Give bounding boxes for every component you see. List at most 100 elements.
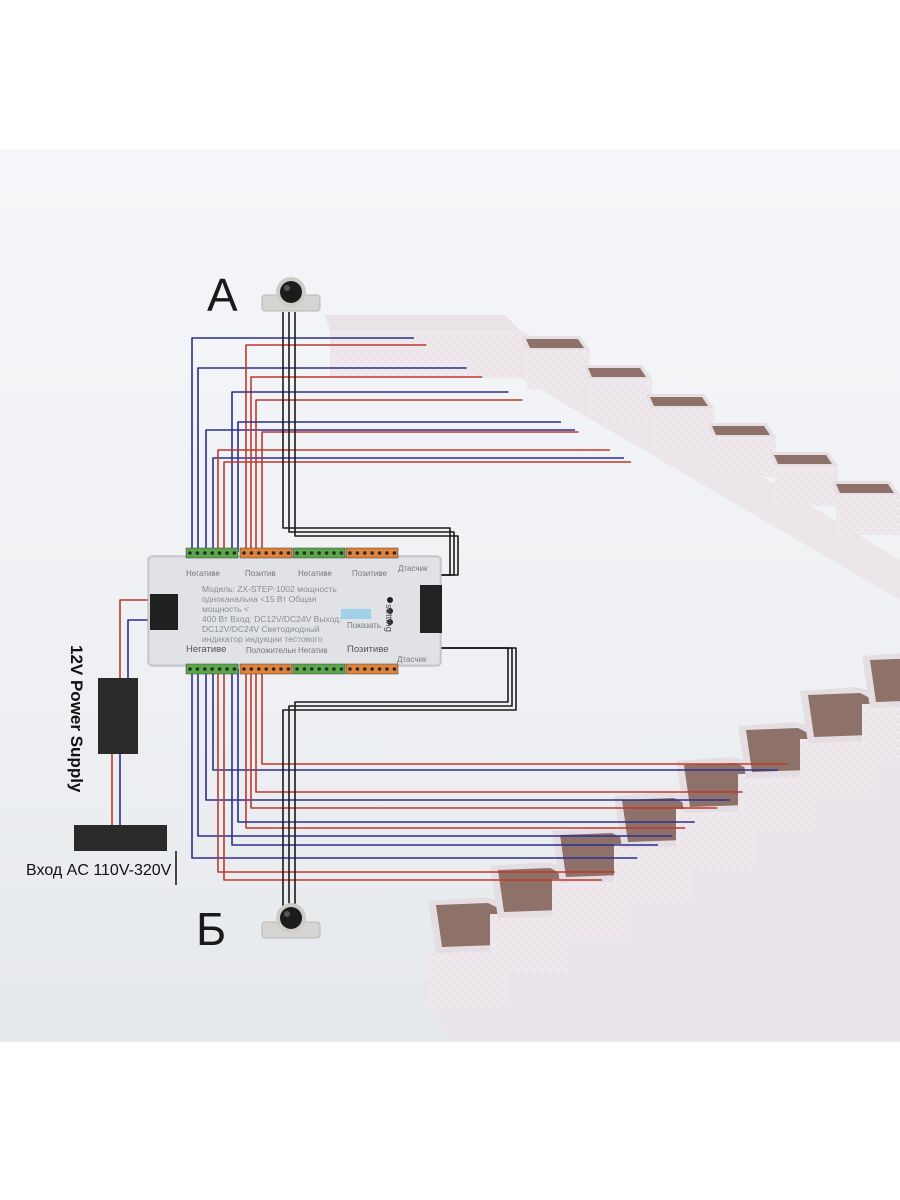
sensor-a-label: А: [207, 269, 238, 321]
terminal-screw: [264, 667, 269, 671]
terminal-screw: [195, 551, 200, 555]
upper-step-top: [712, 426, 770, 435]
terminal-screw: [210, 551, 214, 555]
step-wire-upper: [217, 449, 610, 552]
step-wire-lower: [212, 668, 778, 771]
step-wire-lower: [205, 668, 730, 801]
step-wire-lower: [197, 668, 673, 837]
ac-input-label: Вход AC 110V-320V: [26, 862, 172, 879]
controller-desc-line: одноканальна <15 Вт Общая мощность <: [202, 594, 317, 614]
step-wire-upper: [205, 429, 575, 552]
terminal-screw: [310, 667, 314, 671]
ac-input-box: [74, 825, 167, 851]
sensor-b-wire: [294, 647, 509, 920]
terminal-screw: [385, 551, 389, 555]
step-wire-upper: [250, 376, 483, 552]
display-window: [341, 609, 371, 619]
ctl-bottom-label-4: Позитиве: [347, 644, 389, 655]
controller-desc-line: Модель: ZX-STEP-1002 мощность: [202, 584, 337, 594]
controller-board: [147, 555, 442, 667]
terminal-screw: [242, 667, 246, 671]
upper-step-riser: [650, 408, 714, 448]
ctl-top-label-1: Негативе: [186, 569, 220, 578]
terminal-screw: [286, 551, 291, 555]
power-supply-box: [98, 678, 138, 754]
terminal-screw: [355, 551, 360, 555]
terminal-screw: [348, 667, 352, 671]
terminal-screw: [232, 551, 237, 555]
step-wire-upper: [245, 344, 427, 552]
terminal-screw: [355, 667, 360, 671]
terminal-screw: [249, 551, 254, 555]
controller-desc-line: 400 Вт Вход: DC12V/DC24V Выход:: [202, 614, 342, 624]
wires: [111, 312, 788, 920]
step-wire-lower: [237, 668, 695, 823]
terminal-screw: [295, 551, 299, 555]
terminal-screw: [385, 667, 389, 671]
terminal-screw: [332, 667, 336, 671]
terminal-screw: [242, 551, 246, 555]
lower-step-top: [684, 763, 748, 807]
terminal-screw: [279, 551, 283, 555]
terminal-screw: [324, 551, 329, 555]
terminal-screw: [257, 667, 261, 671]
terminal-screw: [324, 667, 329, 671]
step-wire-lower: [245, 668, 686, 829]
step-wire-upper: [197, 367, 467, 552]
ctl-top-label-3: Негативе: [298, 569, 332, 578]
setting-label: setting: [383, 604, 394, 632]
terminal-blocks: [185, 547, 399, 675]
step-wire-upper: [191, 337, 414, 552]
sensor-b-icon: [261, 903, 321, 939]
terminal-screw: [363, 667, 367, 671]
controller-desc-line: DC12V/DC24V Светодиодный: [202, 624, 320, 634]
step-wire-lower: [223, 668, 602, 881]
terminal-screw: [203, 551, 207, 555]
ctl-bottom-label-5: Дтасчик: [397, 655, 427, 664]
step-wire-upper: [255, 399, 523, 552]
upper-step-top: [836, 484, 894, 493]
terminal-screw: [295, 667, 299, 671]
terminal-screw: [392, 667, 397, 671]
power-terminal: [150, 594, 178, 630]
upper-step-top: [650, 397, 708, 406]
lower-staircase: [420, 653, 900, 1040]
terminal-screw: [302, 667, 307, 671]
step-wire-upper: [231, 391, 509, 552]
lower-step-top: [560, 833, 624, 877]
upper-staircase: [325, 315, 900, 600]
terminal-screw: [203, 667, 207, 671]
terminal-screw: [392, 551, 397, 555]
terminal-screw: [271, 551, 276, 555]
step-wire-lower: [250, 668, 718, 809]
terminal-screw: [339, 667, 344, 671]
terminal-screw: [317, 667, 322, 671]
terminal-screw: [377, 667, 382, 671]
terminal-screw: [332, 551, 336, 555]
step-wire-lower: [261, 668, 788, 765]
sensor-a-icon: [261, 277, 321, 312]
upper-step-riser: [836, 495, 900, 535]
terminal-screw: [377, 551, 382, 555]
terminal-screw: [210, 667, 214, 671]
upper-step-riser: [712, 437, 776, 477]
power-supply-label: 12V Power Supply: [67, 645, 86, 793]
lower-step-top: [622, 798, 686, 842]
terminal-screw: [232, 667, 237, 671]
upper-step-riser: [526, 350, 590, 390]
lower-step-riser: [862, 704, 900, 762]
terminal-screw: [271, 667, 276, 671]
terminal-screw: [188, 667, 192, 671]
terminal-screw: [370, 667, 375, 671]
terminal-screw: [217, 551, 222, 555]
terminal-screw: [279, 667, 283, 671]
display-label: Показать: [347, 621, 382, 630]
lower-step-top: [870, 658, 900, 702]
step-wire-upper: [261, 431, 579, 552]
terminal-screw: [217, 667, 222, 671]
controller-desc-line: индикатор индукции тестового: [202, 634, 323, 644]
upper-step-riser: [774, 466, 838, 506]
